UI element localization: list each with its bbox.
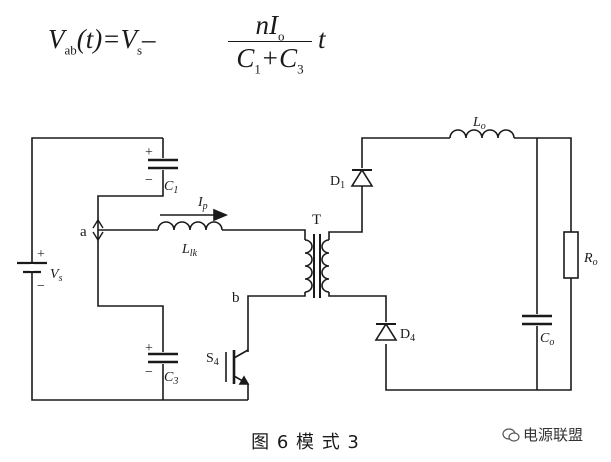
label-d1: D1: [330, 174, 345, 191]
label-llk: Llk: [181, 242, 198, 259]
formula-denominator: C1+C3: [236, 43, 304, 77]
label-c3: C3: [164, 370, 178, 387]
transformer-primary: [304, 239, 313, 293]
wire-t-secondary-bottom: [328, 292, 387, 322]
switch-s4-emitter-arrow: [238, 375, 250, 385]
label-node-a: a: [80, 224, 87, 240]
battery-vs-gap: [30, 264, 34, 271]
vs-minus: −: [37, 279, 45, 294]
wire-t-secondary-top: [328, 192, 363, 240]
wire-llk-to-t: [222, 229, 306, 240]
c3-plus: +: [145, 341, 153, 356]
label-transformer: T: [312, 212, 321, 228]
wire-ro-bottom: [385, 278, 572, 391]
formula-numerator: nIo: [255, 10, 285, 44]
transformer-secondary: [321, 239, 330, 293]
diode-d1-body: [350, 168, 374, 187]
wechat-icon: [502, 428, 520, 442]
switch-s4-collector: [233, 349, 249, 359]
label-d4: D4: [400, 327, 415, 344]
label-co: Co: [540, 331, 554, 348]
formula-fraction: nIo C1+C3: [226, 10, 314, 77]
wire-lo-right: [514, 137, 572, 232]
watermark: 电源联盟: [502, 424, 583, 445]
diode-d4-body: [374, 322, 398, 341]
inductor-lo: [449, 129, 515, 139]
label-vs: Vs: [50, 267, 63, 284]
label-ro: Ro: [583, 251, 598, 268]
c1-plus: +: [145, 145, 153, 160]
c1-minus: −: [145, 173, 153, 188]
inductor-llk: [157, 221, 223, 231]
formula-lhs: Vab(t)=Vs–: [48, 24, 156, 58]
wire-t-primary-bottom: [247, 292, 306, 352]
node-a-arrow-up: [92, 218, 104, 229]
label-ip: Ip: [197, 195, 208, 212]
watermark-text: 电源联盟: [523, 426, 584, 444]
wire-d1-top: [361, 137, 450, 168]
label-s4: S4: [206, 351, 219, 368]
resistor-ro: [563, 231, 579, 279]
wire-c1-bottom: [97, 170, 164, 352]
formula-tail: t: [318, 24, 326, 54]
label-lo: Lo: [472, 115, 486, 132]
label-node-b: b: [232, 290, 240, 306]
vs-plus: +: [37, 247, 45, 262]
c3-minus: −: [145, 365, 153, 380]
figure-caption: 图 6 模 式 3: [251, 432, 360, 453]
formula: Vab(t)=Vs– nIo C1+C3 t: [48, 10, 326, 76]
fraction-bar: [228, 41, 312, 42]
label-c1: C1: [164, 179, 178, 196]
current-ip-arrowhead: [213, 208, 229, 222]
node-a-arrow-down: [92, 231, 104, 242]
